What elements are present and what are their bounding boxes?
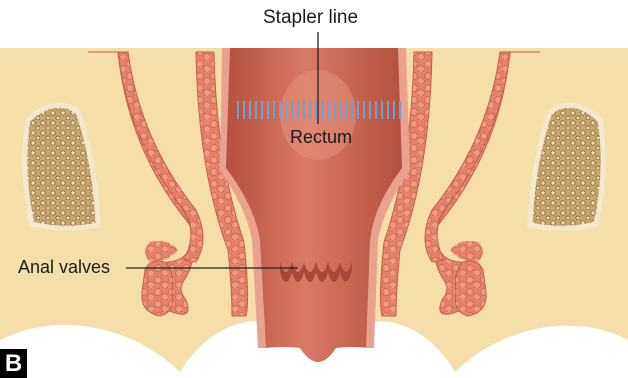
muscle-left-lower: [142, 261, 173, 316]
stapler-line-label: Stapler line: [263, 7, 358, 29]
muscle-right-lower: [455, 261, 486, 316]
anal-valves-label: Anal valves: [18, 257, 110, 278]
panel-letter-badge: B: [0, 349, 27, 378]
rectum-label: Rectum: [290, 127, 352, 148]
